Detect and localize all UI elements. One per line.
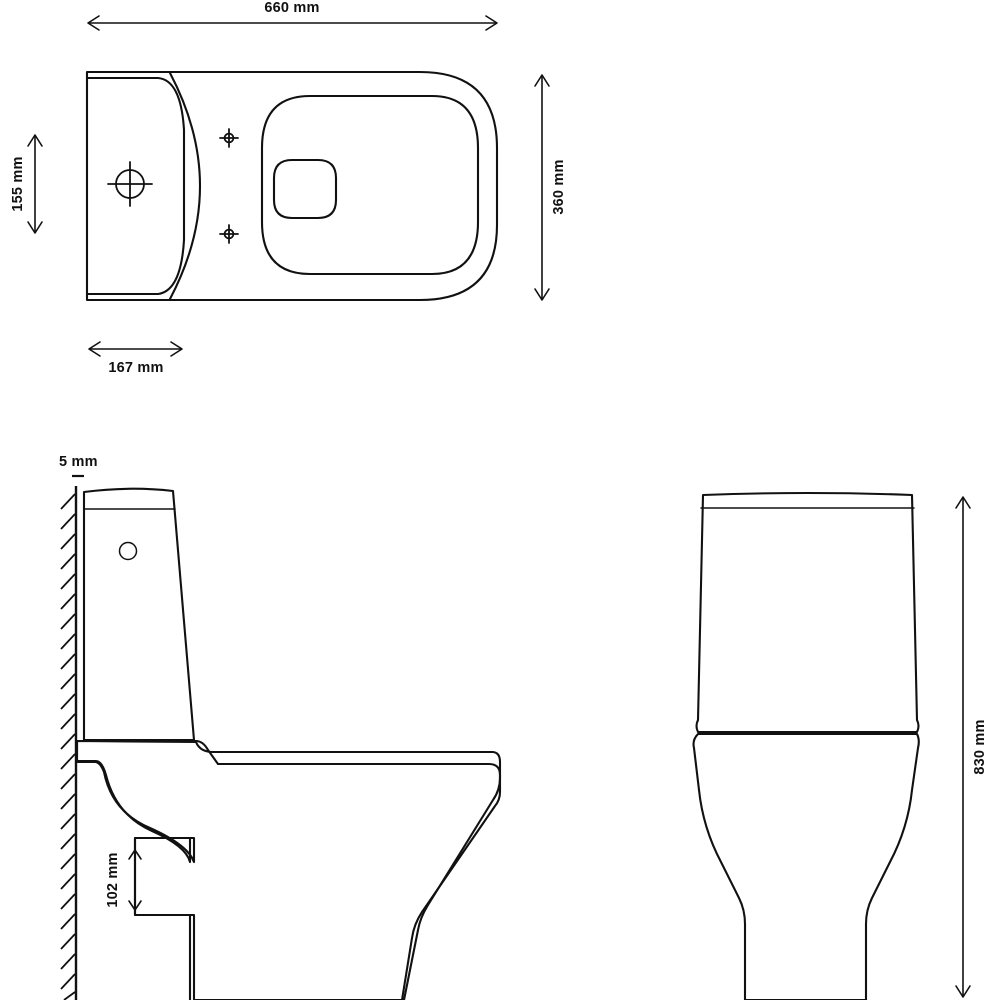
dimension-outlet-offset: 155 mm: [10, 134, 43, 234]
top-view-body-outline: [85, 70, 499, 302]
side-view-pan-outline: [75, 739, 192, 1000]
side-view-pan-profile: [75, 739, 502, 1000]
side-view-pan-ledge: [75, 739, 502, 1000]
side-view-flush-button: [118, 541, 138, 561]
front-view-pan-body: [692, 732, 920, 1000]
side-view: 5 mm 102 mm: [59, 454, 502, 1000]
dimension-overall-depth-label: 660 mm: [264, 0, 319, 16]
dimension-overall-depth: 660 mm: [87, 0, 498, 31]
crosshair-outlet: [107, 161, 153, 207]
dimension-overall-height-label: 830 mm: [972, 719, 988, 774]
top-view-cistern-outline: [86, 76, 186, 296]
dimension-outlet-offset-label: 155 mm: [10, 156, 26, 211]
crosshair-fixing-hole-upper: [219, 128, 239, 148]
top-view: 660 mm 155 mm 360 mm 167 mm: [10, 0, 567, 376]
dimension-overall-width-label: 360 mm: [551, 159, 567, 214]
crosshair-fixing-hole-lower: [219, 224, 239, 244]
dimension-cistern-depth-label: 167 mm: [108, 360, 163, 376]
side-view-cistern-body: [82, 487, 196, 742]
top-view-cistern-lid-edge: [168, 71, 202, 301]
top-view-seat-outline: [260, 94, 480, 276]
dimension-overall-height: 830 mm: [955, 496, 988, 998]
dimension-overall-width: 360 mm: [534, 74, 567, 301]
top-view-bowl-opening: [272, 158, 338, 220]
dimension-outlet-height-label: 102 mm: [105, 852, 121, 907]
front-view: 830 mm: [692, 491, 988, 1000]
note-wall-gap-label: 5 mm: [59, 454, 98, 470]
dimension-cistern-depth: 167 mm: [88, 341, 183, 376]
dimension-outlet-height: 102 mm: [105, 849, 142, 911]
wall-hatching: [60, 493, 76, 1000]
note-wall-gap: 5 mm: [59, 454, 98, 478]
front-view-cistern-body: [695, 491, 920, 734]
